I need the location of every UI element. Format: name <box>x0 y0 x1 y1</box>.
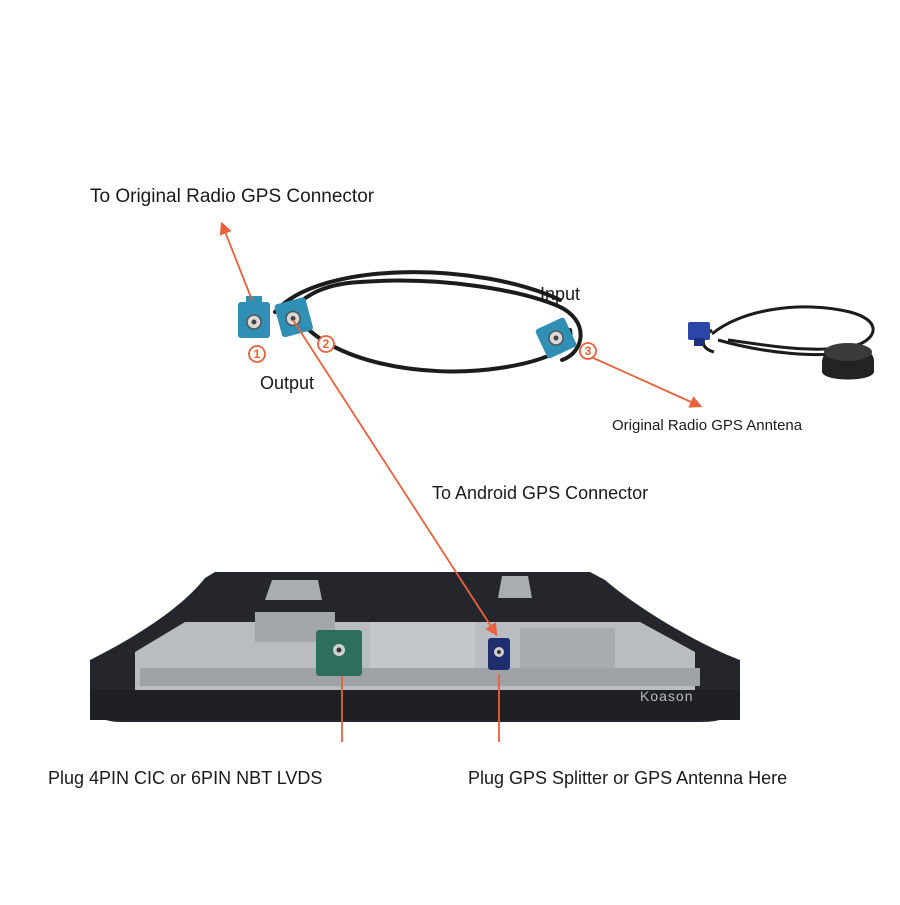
connector-3-input <box>535 317 577 359</box>
marker-2: 2 <box>317 335 335 353</box>
svg-text:2: 2 <box>323 337 330 351</box>
label-plug-lvds: Plug 4PIN CIC or 6PIN NBT LVDS <box>48 768 323 788</box>
callout-arrows <box>219 221 703 742</box>
label-to-original-radio: To Original Radio GPS Connector <box>90 186 375 207</box>
label-output: Output <box>260 373 315 393</box>
gps-antenna <box>688 305 875 380</box>
brand-watermark: Koason <box>640 688 694 704</box>
label-original-antenna: Original Radio GPS Anntena <box>612 417 803 434</box>
arrow-to-original-radio <box>219 221 253 301</box>
label-plug-gps: Plug GPS Splitter or GPS Antenna Here <box>468 768 788 788</box>
splitter-cable <box>273 270 583 374</box>
svg-text:3: 3 <box>585 344 592 358</box>
label-to-android: To Android GPS Connector <box>432 483 649 503</box>
connector-2-output <box>274 297 313 338</box>
head-unit <box>90 572 740 722</box>
marker-3: 3 <box>579 342 597 360</box>
arrow-to-android <box>292 319 498 637</box>
arrow-to-antenna <box>579 351 703 408</box>
svg-text:1: 1 <box>254 347 261 361</box>
label-input: Input <box>540 284 581 304</box>
connector-1-output <box>238 296 270 338</box>
marker-1: 1 <box>248 345 266 363</box>
